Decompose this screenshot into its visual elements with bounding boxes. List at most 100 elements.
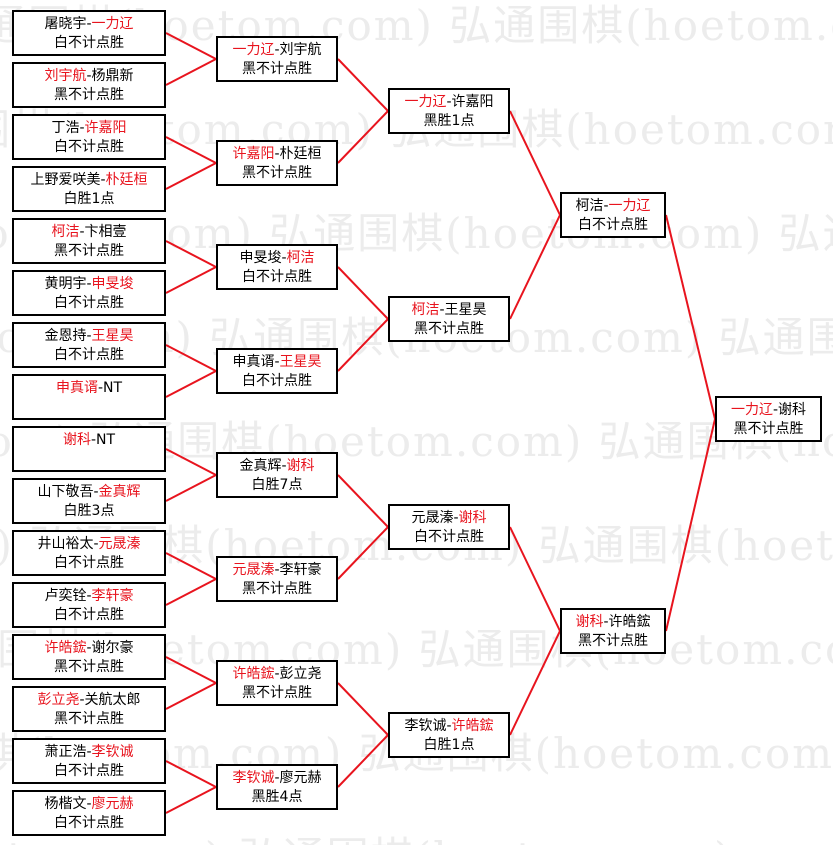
winner-name: 谢科 <box>62 432 91 448</box>
player-name: 上野爱咲美 <box>30 172 101 188</box>
player-name: 井山裕太 <box>37 536 94 552</box>
match-box-round-1: 申真谞-NT <box>12 374 166 420</box>
bracket-connector <box>165 58 217 86</box>
match-box-round-1: 许皓鋐-谢尔豪黑不计点胜 <box>12 634 166 680</box>
player-name: 屠晓宇 <box>44 16 87 32</box>
match-box-round-1: 金恩持-王星昊白不计点胜 <box>12 322 166 368</box>
match-result: 白不计点胜 <box>54 347 124 363</box>
bracket-connector <box>665 418 716 632</box>
bracket-connector <box>165 760 217 788</box>
separator: - <box>281 250 287 266</box>
bracket-connector <box>509 526 561 632</box>
match-result: 黑不计点胜 <box>242 685 312 701</box>
player-name: 杨楷文 <box>44 796 87 812</box>
bracket-connector <box>165 370 217 398</box>
match-box-round-3: 柯洁-王星昊黑不计点胜 <box>388 296 510 342</box>
winner-name: 谢科 <box>286 458 315 474</box>
player-name: 卞相壹 <box>84 224 127 240</box>
match-box-round-2: 许嘉阳-朴廷桓黑不计点胜 <box>216 140 338 186</box>
player-name: 李钦诚 <box>404 718 447 734</box>
match-players: 许皓鋐-谢尔豪 <box>14 639 164 658</box>
match-result: 白不计点胜 <box>54 35 124 51</box>
bracket-connector <box>165 682 217 710</box>
winner-name: 许皓鋐 <box>232 666 275 682</box>
match-players: 井山裕太-元晟溱 <box>14 535 164 554</box>
separator: - <box>93 536 99 552</box>
winner-name: 朴廷桓 <box>105 172 148 188</box>
separator: - <box>93 484 99 500</box>
match-result: 白不计点胜 <box>54 139 124 155</box>
match-box-round-2: 许皓鋐-彭立尧黑不计点胜 <box>216 660 338 706</box>
match-box-round-2: 李钦诚-廖元赫黑胜4点 <box>216 764 338 810</box>
winner-name: 许皓鋐 <box>451 718 494 734</box>
match-result: 黑不计点胜 <box>54 87 124 103</box>
match-result: 黑不计点胜 <box>54 711 124 727</box>
match-box-round-1: 谢科-NT <box>12 426 166 472</box>
match-players: 许皓鋐-彭立尧 <box>218 665 336 684</box>
match-players: 柯洁-卞相壹 <box>14 223 164 242</box>
match-box-round-2: 一力辽-刘宇航黑不计点胜 <box>216 36 338 82</box>
bracket-connector <box>165 474 217 502</box>
separator: - <box>86 744 92 760</box>
match-players: 柯洁-王星昊 <box>390 301 508 320</box>
bracket-connector <box>337 110 389 164</box>
player-name: 许嘉阳 <box>451 94 494 110</box>
separator: - <box>446 94 452 110</box>
match-box-round-1: 彭立尧-关航太郎黑不计点胜 <box>12 686 166 732</box>
player-name: 元晟溱 <box>411 510 454 526</box>
player-name: 申旻埈 <box>239 250 282 266</box>
winner-name: 柯洁 <box>51 224 80 240</box>
match-players: 元晟溱-李轩豪 <box>218 561 336 580</box>
winner-name: 许皓鋐 <box>44 640 87 656</box>
bracket-connector <box>165 552 217 580</box>
bracket-connector <box>337 58 389 112</box>
separator: - <box>86 328 92 344</box>
watermark-text: 弘通围棋(hoetom.com) 弘通围棋(hoetom.com) 弘通围棋(h… <box>0 824 733 845</box>
match-box-round-4: 谢科-许皓鋐黑不计点胜 <box>560 608 666 654</box>
winner-name: 一力辽 <box>232 42 275 58</box>
match-players: 丁浩-许嘉阳 <box>14 119 164 138</box>
bracket-connector <box>337 734 389 788</box>
separator: - <box>90 432 97 448</box>
separator: - <box>274 562 280 578</box>
match-players: 黄明宇-申旻埈 <box>14 275 164 294</box>
player-name: 丁浩 <box>51 120 80 136</box>
separator: - <box>86 68 92 84</box>
bracket-connector <box>337 318 389 372</box>
player-name: 谢尔豪 <box>91 640 134 656</box>
match-result: 白不计点胜 <box>54 815 124 831</box>
match-result: 白不计点胜 <box>54 555 124 571</box>
match-box-round-1: 萧正浩-李钦诚白不计点胜 <box>12 738 166 784</box>
winner-name: 王星昊 <box>91 328 134 344</box>
player-name: 金恩持 <box>44 328 87 344</box>
winner-name: 一力辽 <box>730 402 773 418</box>
match-box-round-4: 柯洁-一力辽白不计点胜 <box>560 192 666 238</box>
player-name: 王星昊 <box>444 302 487 318</box>
match-result: 黑不计点胜 <box>578 633 648 649</box>
bracket-connector <box>509 630 561 736</box>
bracket-connector <box>165 162 217 190</box>
winner-name: 金真辉 <box>98 484 141 500</box>
match-players: 金真辉-谢科 <box>218 457 336 476</box>
bracket-connector <box>337 682 389 736</box>
match-box-round-3: 一力辽-许嘉阳黑胜1点 <box>388 88 510 134</box>
match-players: 李钦诚-许皓鋐 <box>390 717 508 736</box>
player-name: 申真谞 <box>232 354 275 370</box>
player-name: 柯洁 <box>575 198 604 214</box>
match-box-round-1: 井山裕太-元晟溱白不计点胜 <box>12 530 166 576</box>
match-box-round-2: 申旻埈-柯洁白不计点胜 <box>216 244 338 290</box>
bracket-connector <box>165 136 217 164</box>
separator: - <box>274 666 280 682</box>
match-players: 卢奕铨-李轩豪 <box>14 587 164 606</box>
match-players: 屠晓宇-一力辽 <box>14 15 164 34</box>
winner-name: 彭立尧 <box>37 692 80 708</box>
winner-name: 许嘉阳 <box>84 120 127 136</box>
winner-name: 刘宇航 <box>44 68 87 84</box>
match-box-round-2: 金真辉-谢科白胜7点 <box>216 452 338 498</box>
match-box-round-1: 屠晓宇-一力辽白不计点胜 <box>12 10 166 56</box>
player-name: 彭立尧 <box>279 666 322 682</box>
match-box-round-5: 一力辽-谢科黑不计点胜 <box>715 396 822 442</box>
match-result: 白不计点胜 <box>242 373 312 389</box>
match-players: 申真谞-NT <box>14 379 164 398</box>
